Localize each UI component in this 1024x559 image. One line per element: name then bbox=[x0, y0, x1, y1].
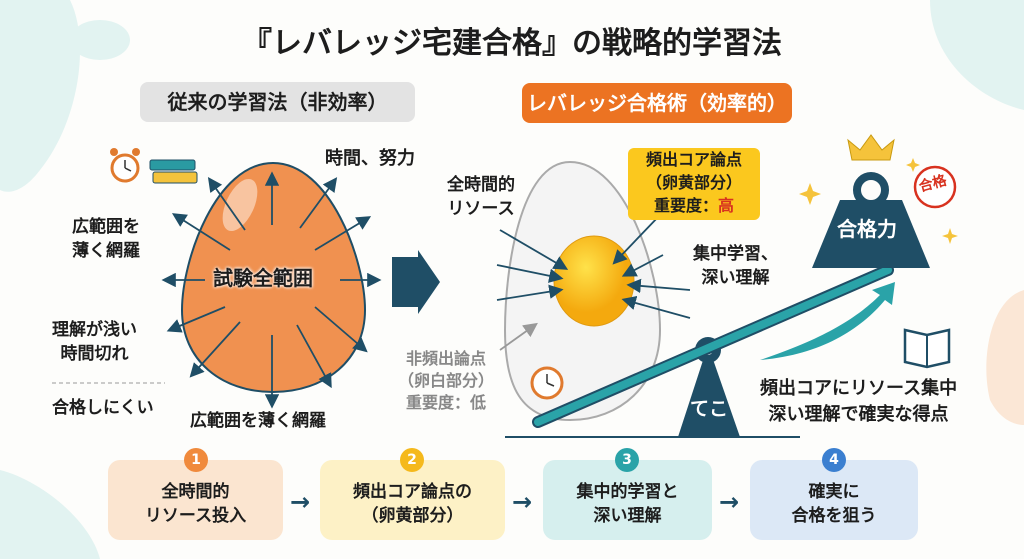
step-3: 集中的学習と深い理解 bbox=[543, 460, 712, 540]
pass-power-label: 合格力 bbox=[837, 217, 897, 241]
step-text: リソース投入 bbox=[144, 506, 247, 526]
step-4: 確実に合格を狙う bbox=[750, 460, 918, 540]
step-number-badge: 1 bbox=[184, 448, 208, 472]
step-text: （卵黄部分） bbox=[361, 506, 464, 526]
exam-scope-label: 試験全範囲 bbox=[213, 266, 313, 290]
hard-to-pass-label: 合格しにくい bbox=[52, 398, 154, 418]
step-1: 全時間的リソース投入 bbox=[108, 460, 283, 540]
label-line: 集中学習、 bbox=[693, 244, 778, 264]
label-line: 薄く網羅 bbox=[72, 241, 140, 261]
step-2: 頻出コア論点の （卵黄部分） bbox=[320, 460, 505, 540]
up-arrow-icon bbox=[760, 282, 895, 360]
spread-arrows bbox=[161, 171, 382, 409]
step-text: 頻出コア論点の bbox=[353, 482, 472, 502]
open-book-icon bbox=[903, 328, 951, 369]
importance-label: 重要度： bbox=[653, 196, 718, 215]
label-line: 深い理解で確実な得点 bbox=[768, 404, 949, 425]
step-arrow-icon: → bbox=[719, 488, 740, 516]
crown-icon bbox=[847, 134, 895, 161]
step-text: 確実に bbox=[808, 482, 860, 502]
non-core-topic-label: 非頻出論点 （卵白部分） 重要度：低 bbox=[398, 348, 494, 414]
sparkle-icon bbox=[799, 158, 958, 244]
focus-arrows bbox=[496, 214, 691, 319]
step-arrow-icon: → bbox=[290, 488, 311, 516]
label-line: 重要度：低 bbox=[406, 393, 487, 412]
weight-icon bbox=[812, 172, 930, 268]
traditional-method-header: 従来の学習法（非効率） bbox=[140, 82, 415, 122]
step-arrow-icon: → bbox=[512, 488, 533, 516]
step-text: 全時間的 bbox=[161, 482, 230, 502]
wide-coverage-bottom-label: 広範囲を薄く網羅 bbox=[190, 411, 326, 431]
importance-high: 高 bbox=[718, 196, 735, 215]
label-line: 頻出コアにリソース集中 bbox=[760, 378, 958, 399]
label-line: 頻出コア論点 bbox=[645, 150, 742, 169]
core-topic-box: 頻出コア論点 （卵黄部分） 重要度：高 bbox=[628, 148, 760, 220]
step-number-badge: 4 bbox=[822, 448, 846, 472]
label-line: 広範囲を bbox=[72, 217, 140, 237]
step-text: 合格を狙う bbox=[791, 506, 877, 526]
label-line: 非頻出論点 bbox=[406, 349, 487, 368]
step-number-badge: 3 bbox=[615, 448, 639, 472]
label-line: 全時間的 bbox=[447, 175, 515, 195]
label-line: （卵黄部分） bbox=[645, 173, 742, 192]
books-icon bbox=[149, 159, 198, 184]
alarm-clock-icon bbox=[530, 366, 564, 400]
non-core-pointer bbox=[499, 322, 538, 351]
lever-label: てこ bbox=[690, 398, 729, 420]
label-line: リソース bbox=[447, 199, 515, 219]
label-line: 深い理解 bbox=[701, 268, 770, 288]
label-line: 理解が浅い bbox=[52, 320, 137, 340]
time-effort-label: 時間、努力 bbox=[325, 148, 415, 169]
page-title: 『レバレッジ宅建合格』の戦略的学習法 bbox=[242, 26, 782, 61]
step-text: 集中的学習と bbox=[576, 482, 679, 502]
wide-coverage-label: 広範囲を薄く網羅 bbox=[72, 215, 140, 263]
label-line: （卵白部分） bbox=[398, 371, 495, 390]
big-arrow-icon bbox=[392, 250, 440, 314]
pass-stamp bbox=[913, 165, 957, 209]
focused-study-label: 集中学習、深い理解 bbox=[693, 242, 778, 290]
step-text: 深い理解 bbox=[593, 506, 662, 526]
leverage-method-header: レバレッジ合格術（効率的） bbox=[522, 83, 792, 123]
fulcrum bbox=[678, 345, 740, 437]
alarm-clock-icon bbox=[110, 148, 140, 183]
step-number-badge: 2 bbox=[400, 448, 424, 472]
summary-text: 頻出コアにリソース集中深い理解で確実な得点 bbox=[760, 376, 957, 428]
all-resources-label: 全時間的リソース bbox=[447, 173, 515, 221]
label-line: 時間切れ bbox=[60, 344, 129, 364]
shallow-understanding-label: 理解が浅い時間切れ bbox=[52, 318, 137, 366]
importance-line: 重要度：高 bbox=[628, 194, 760, 217]
